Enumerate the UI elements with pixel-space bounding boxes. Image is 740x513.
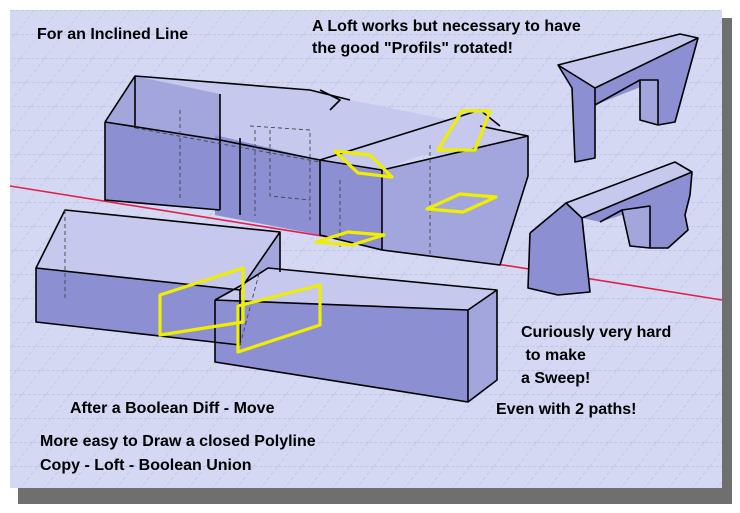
- sweep-arch-solid: [527, 161, 693, 296]
- even-two-paths-label: Even with 2 paths!: [496, 401, 637, 418]
- boolean-union-solid: [35, 209, 498, 403]
- boolean-diff-label: After a Boolean Diff - Move: [70, 400, 275, 417]
- inclined-union-solid: [104, 75, 529, 266]
- loft-arch-solid: [557, 33, 699, 163]
- loft-profiles: [158, 109, 498, 354]
- sweep-note-line-3: a Sweep!: [521, 370, 591, 387]
- profile-inclined-3: [425, 192, 498, 214]
- loft-note-line-1: A Loft works but necessary to have: [312, 18, 581, 35]
- profile-inclined-4: [314, 230, 386, 247]
- profile-rectangle-left: [158, 266, 245, 337]
- sweep-note-line-2: to make: [521, 347, 586, 364]
- easy-note-line-1: More easy to Draw a closed Polyline: [40, 433, 316, 450]
- profile-inclined-1: [333, 149, 394, 179]
- sweep-note-line-1: Curiously very hard: [521, 324, 672, 341]
- profile-rectangle-right: [236, 283, 322, 354]
- profile-inclined-2: [436, 109, 492, 152]
- scene-drawing: [10, 10, 722, 488]
- cad-viewport[interactable]: For an Inclined Line A Loft works but ne…: [10, 10, 722, 488]
- easy-note-line-2: Copy - Loft - Boolean Union: [40, 457, 252, 474]
- inclined-line-label: For an Inclined Line: [37, 26, 189, 43]
- loft-note-line-2: the good "Profils" rotated!: [312, 40, 513, 57]
